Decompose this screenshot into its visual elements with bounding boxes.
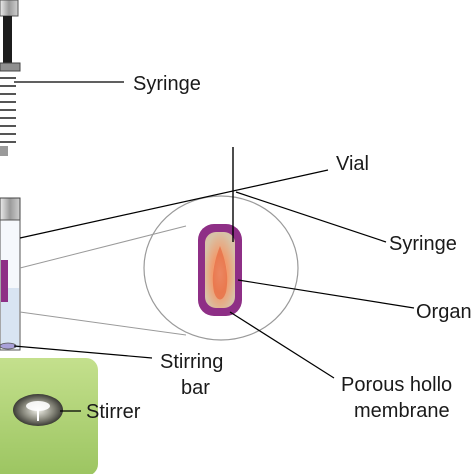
vial-cap — [0, 197, 21, 221]
stirring-bar-leader — [13, 345, 153, 359]
membrane-leader — [229, 311, 335, 379]
vial-liquid — [1, 288, 19, 348]
organic-droplet — [212, 246, 228, 300]
organic-leader — [237, 279, 415, 309]
syringe-plunger-cap — [0, 0, 19, 17]
syringe-barrel-top — [0, 62, 21, 72]
vial — [0, 197, 21, 351]
syringe-barrel-graduations — [0, 77, 16, 143]
zoom-line-lower — [19, 311, 187, 336]
magnifier-circle — [143, 195, 299, 341]
stirrer-knob-highlight — [26, 401, 50, 411]
label-vial: Vial — [336, 153, 369, 175]
label-syringe-top: Syringe — [133, 73, 201, 95]
label-stirrer: Stirrer — [86, 401, 141, 423]
syringe-right-leader — [235, 191, 387, 243]
label-stirring: Stirring — [160, 351, 223, 373]
stirrer-plate — [0, 358, 98, 474]
stirring-bar-shape — [0, 342, 17, 350]
vial-leader — [19, 169, 329, 239]
syringe-plunger-rod — [3, 16, 12, 64]
label-syringe-right: Syringe — [389, 233, 457, 255]
label-porous: Porous hollo — [341, 374, 452, 396]
vial-fiber-segment — [1, 260, 8, 302]
magnified-view — [19, 147, 299, 341]
label-organic: Organ — [416, 301, 472, 323]
syringe-top — [0, 0, 21, 156]
label-membrane: membrane — [354, 400, 450, 422]
zoom-line-upper — [19, 225, 187, 269]
syringe-needle-hub — [0, 146, 8, 156]
label-bar: bar — [181, 377, 210, 399]
